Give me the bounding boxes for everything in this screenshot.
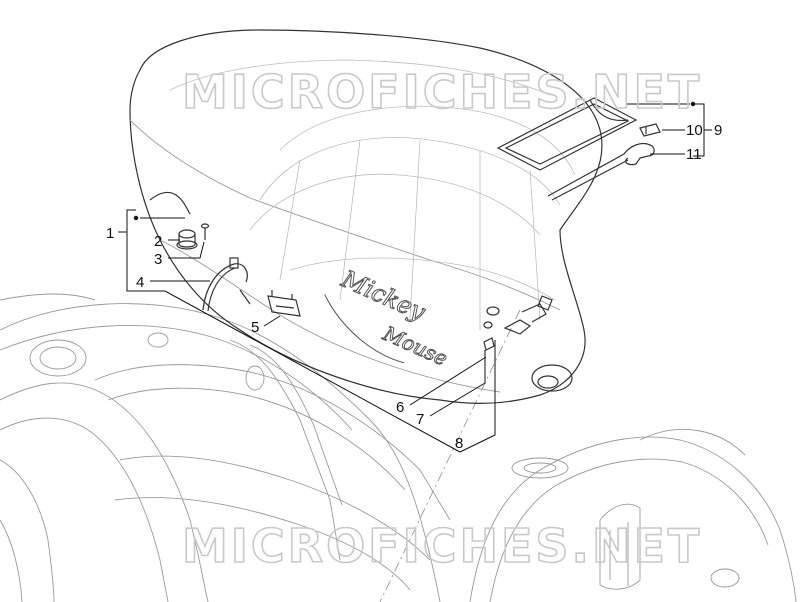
- seat-logo-line1: Mickey: [337, 264, 430, 326]
- clip-icon: [639, 123, 661, 137]
- seat-logo-line2: Mouse: [379, 321, 451, 371]
- leader-lines: [118, 101, 712, 453]
- scooter-body-outline: [0, 293, 797, 602]
- callout-6: 6: [396, 399, 404, 416]
- screw-icon: [200, 223, 210, 240]
- tool-bag: [496, 97, 638, 171]
- callout-9: 9: [714, 122, 722, 139]
- seat-logo: Mickey Mouse: [324, 264, 452, 371]
- callout-8: 8: [455, 435, 463, 452]
- callout-3: 3: [154, 251, 162, 268]
- callout-7: 7: [416, 411, 424, 428]
- callout-11: 11: [686, 146, 702, 163]
- callout-5: 5: [251, 319, 259, 336]
- callout-10: 10: [686, 122, 703, 139]
- seat: [129, 29, 603, 404]
- watermark-top: MICROFICHES.NET: [182, 65, 702, 119]
- hinge-bracket-icon: [267, 290, 301, 317]
- strap-icon: [202, 257, 251, 312]
- watermark-bottom: MICROFICHES.NET: [182, 519, 702, 573]
- callout-1: 1: [106, 225, 114, 242]
- bump-stop-icon: [176, 229, 198, 250]
- callout-2: 2: [154, 233, 162, 250]
- group9-dot: [690, 101, 696, 107]
- latch-hardware-icon: [483, 295, 553, 351]
- group1-dot: [133, 215, 139, 221]
- callouts: 1 2 3 4 5 6 7 8 9 10 11: [106, 122, 722, 452]
- callout-4: 4: [136, 274, 144, 291]
- wrench-icon: [547, 142, 655, 201]
